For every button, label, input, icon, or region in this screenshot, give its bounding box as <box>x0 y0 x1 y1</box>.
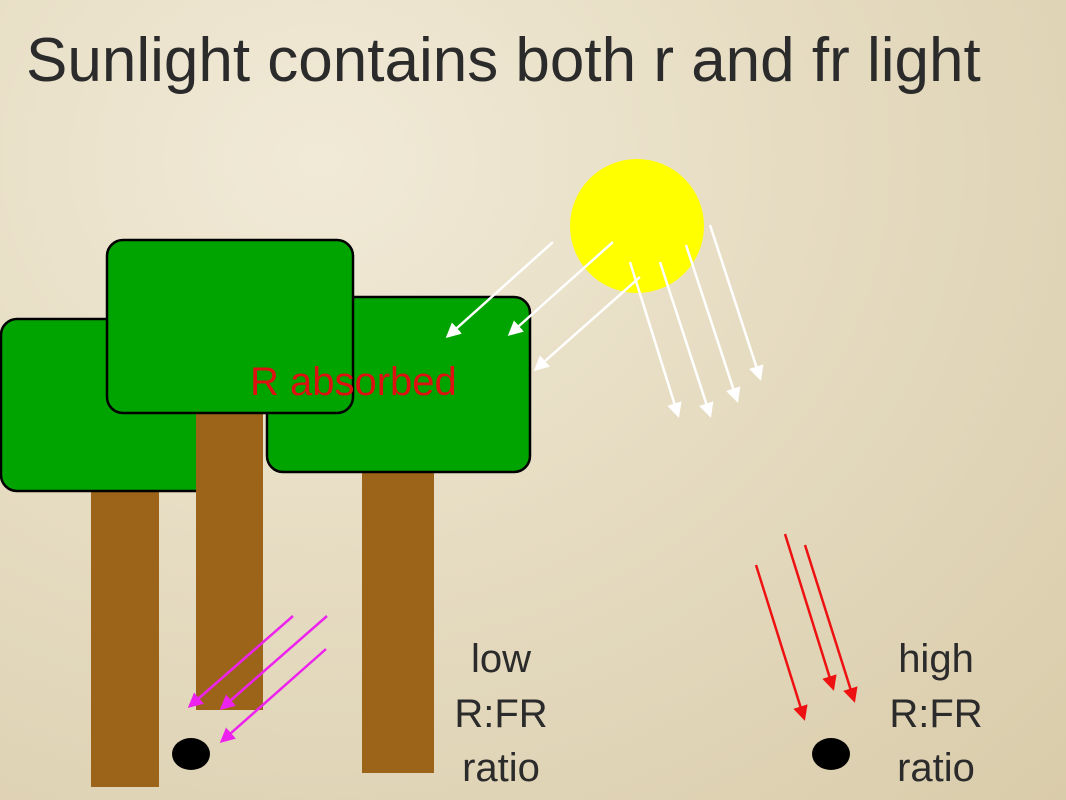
left-tree-trunk <box>91 480 159 787</box>
sunlight-rays-to-canopy <box>445 241 641 371</box>
sun-label-line: high <box>898 637 974 681</box>
shade-ratio-label: low R:FR ratio <box>454 637 547 790</box>
sunlight-ray <box>658 261 714 418</box>
seed-open <box>812 738 850 770</box>
r-absorbed-label: R absorbed <box>250 360 457 404</box>
shade-label-line: R:FR <box>454 692 547 736</box>
red-ray <box>754 564 808 721</box>
seed-shade <box>172 738 210 770</box>
sunlight-ray <box>684 244 741 403</box>
red-ray <box>783 533 837 691</box>
far-red-rays-shade <box>187 615 328 743</box>
far-red-ray <box>187 615 294 708</box>
sun-icon <box>570 159 704 293</box>
slide-title: Sunlight contains both r and fr light <box>26 26 981 95</box>
sunlight-ray <box>533 276 641 371</box>
far-red-ray <box>219 615 328 710</box>
sunlight-ray <box>507 241 614 336</box>
sun-ratio-label: high R:FR ratio <box>889 637 982 790</box>
sunlight-ray <box>628 261 682 418</box>
right-tree-trunk <box>362 470 434 773</box>
far-red-ray <box>219 648 327 743</box>
sunlight-ray <box>708 224 764 381</box>
shade-label-line: ratio <box>462 746 540 790</box>
red-rays-open <box>754 533 858 721</box>
red-ray <box>803 544 858 703</box>
sunlight-rays-to-ground <box>628 224 764 418</box>
middle-tree-canopy <box>105 238 355 415</box>
middle-tree-trunk <box>196 405 263 710</box>
sunlight-ray <box>445 241 554 339</box>
shade-label-line: low <box>471 637 531 681</box>
sun-label-line: R:FR <box>889 692 982 736</box>
sun-label-line: ratio <box>897 746 975 790</box>
